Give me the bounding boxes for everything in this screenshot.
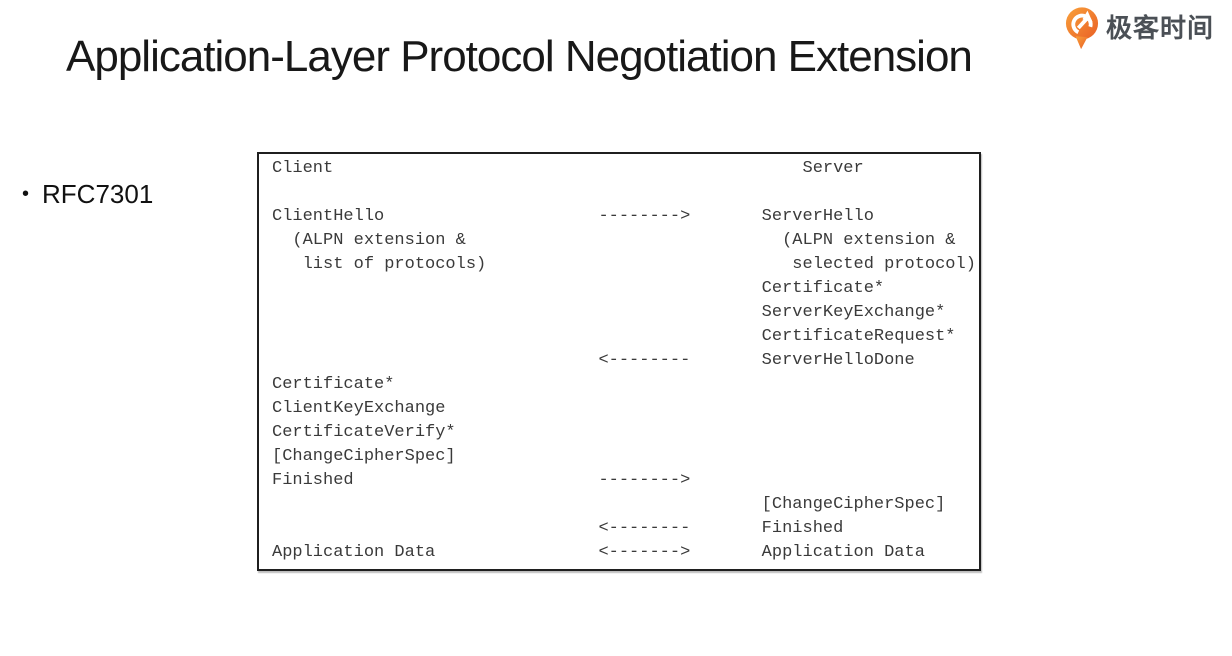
- geektime-logo: 极客时间: [1063, 6, 1214, 50]
- bullet-marker: •: [22, 183, 30, 205]
- tls-alpn-handshake-figure: Client Server ClientHello --------> Serv…: [257, 152, 981, 571]
- slide-title: Application-Layer Protocol Negotiation E…: [66, 32, 973, 81]
- bullet-label: RFC7301: [42, 179, 154, 209]
- geektime-logo-text: 极客时间: [1105, 13, 1214, 43]
- bullet-item-rfc7301: • RFC7301: [22, 179, 153, 209]
- handshake-diagram-text: Client Server ClientHello --------> Serv…: [272, 159, 976, 562]
- geektime-q-icon: [1065, 7, 1099, 50]
